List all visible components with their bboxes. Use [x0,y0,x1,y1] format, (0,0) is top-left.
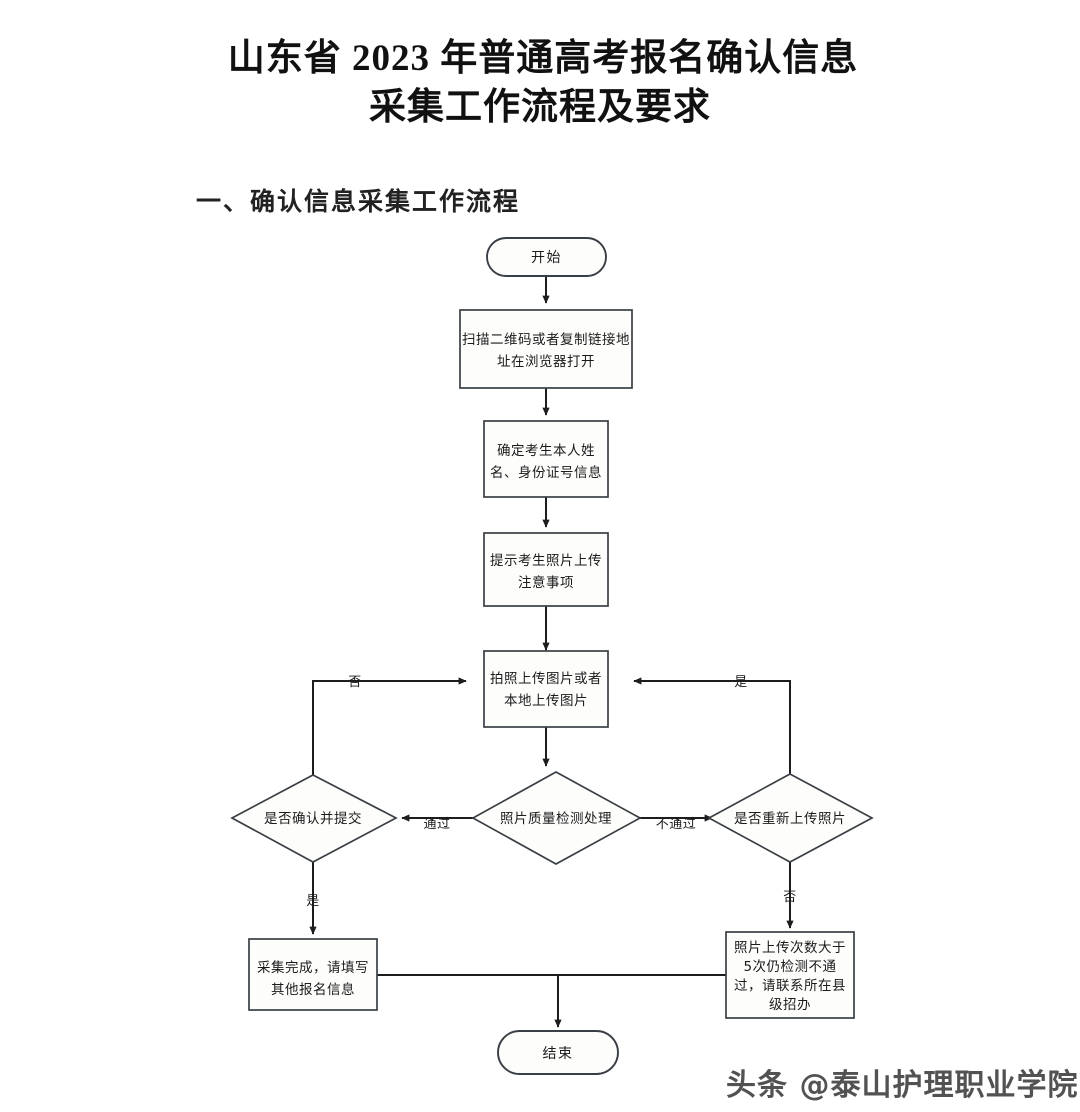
edge-label-yes-to-complete: 是 [306,894,320,909]
confirm-submit-label: 是否确认并提交 [264,810,362,827]
identity-box-shape [483,420,609,498]
identity-label-line-2: 名、身份证号信息 [490,464,602,481]
edge-confirm-no-loop-to-upload [312,677,467,782]
flow-edge-labels: 否 是 通过 不通过 是 否 [306,675,797,909]
reupload-diamond-shape [707,773,874,863]
collection-complete-label-line-1: 采集完成，请填写 [257,960,369,976]
watermark-prefix: 头条 [726,1068,788,1103]
page-title: 山东省 2023 年普通高考报名确认信息 采集工作流程及要求 [0,34,1080,132]
identity-label-line-1: 确定考生本人姓 [497,443,595,459]
flow-node-upload-photo[interactable]: 拍照上传图片或者 本地上传图片 [483,650,609,728]
scan-qr-box-shape [459,309,633,389]
reupload-label: 是否重新上传照片 [734,811,846,827]
end-terminal-label: 结束 [543,1046,574,1062]
edge-label-pass: 通过 [423,817,450,832]
collection-complete-label-line-2: 其他报名信息 [271,981,355,998]
photo-notice-label-line-2: 注意事项 [518,574,574,591]
contact-label-line-4: 级招办 [769,997,811,1013]
watermark-handle: @泰山护理职业学院 [799,1068,1079,1103]
flow-edges: confirm_submit --> reupload --> back to … [309,275,794,1028]
flow-node-confirm-submit[interactable]: 是否确认并提交 [230,774,398,863]
start-terminal-shape [486,237,607,277]
page-title-line-1: 山东省 2023 年普通高考报名确认信息 [227,38,859,79]
upload-photo-label-line-1: 拍照上传图片或者 [490,671,602,687]
photo-notice-box-shape [483,532,609,607]
photo-notice-label-line-1: 提示考生照片上传 [490,553,602,569]
flow-node-start[interactable]: 开始 [486,237,607,277]
flow-node-reupload-decision[interactable]: 是否重新上传照片 [707,773,874,863]
watermark: 头条 @泰山护理职业学院 [726,1060,1078,1104]
flow-node-contact-county-office[interactable]: 照片上传次数大于 5次仍检测不通 过，请联系所在县 级招办 [725,931,855,1019]
scan-qr-label-line-2: 址在浏览器打开 [497,353,595,370]
quality-check-label: 照片质量检测处理 [500,811,612,827]
flow-node-scan-qr[interactable]: 扫描二维码或者复制链接地 址在浏览器打开 [459,309,633,389]
end-terminal-shape [497,1030,619,1075]
contact-label-line-2: 5次仍检测不通 [743,959,836,975]
page-title-line-2: 采集工作流程及要求 [369,87,711,128]
edge-label-no-left-loop: 否 [348,675,362,690]
flow-node-end[interactable]: 结束 [497,1030,619,1075]
flow-node-identity[interactable]: 确定考生本人姓 名、身份证号信息 [483,420,609,498]
upload-photo-box-shape [483,650,609,728]
contact-label-line-3: 过，请联系所在县 [734,978,846,994]
start-terminal-label: 开始 [531,250,562,266]
flow-node-collection-complete[interactable]: 采集完成，请填写 其他报名信息 [248,938,378,1011]
confirm-submit-diamond-shape [230,774,398,863]
contact-label-line-1: 照片上传次数大于 [734,940,846,956]
edge-reupload-yes-loop-to-upload [633,677,791,782]
section-heading: 一、确认信息采集工作流程 [196,187,521,216]
edge-label-fail: 不通过 [656,817,697,832]
flow-node-photo-notice[interactable]: 提示考生照片上传 注意事项 [483,532,609,607]
edge-label-yes-right-loop: 是 [734,675,748,690]
scan-qr-label-line-1: 扫描二维码或者复制链接地 [462,331,630,348]
edge-label-no-to-contact: 否 [783,890,797,905]
contact-county-office-box-shape [725,931,855,1019]
quality-check-diamond-shape [471,771,642,865]
collection-complete-box-shape [248,938,378,1011]
upload-photo-label-line-2: 本地上传图片 [504,693,588,709]
flow-node-quality-check[interactable]: 照片质量检测处理 [471,771,642,865]
